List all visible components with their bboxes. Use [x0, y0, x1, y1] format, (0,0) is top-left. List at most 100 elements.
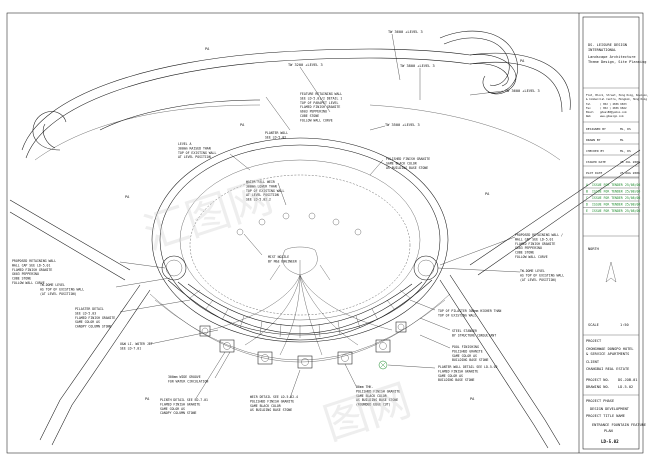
- feature-wall-note-line: TOP OF PARAPET LEVEL: [300, 101, 338, 105]
- level-a-note-line: 300mm RAISED THAN: [178, 146, 211, 150]
- plinth-detail-note-line: SAME COLOR AS: [160, 407, 185, 411]
- water-weir-note-line: TOP OF EXISTING WALL: [246, 189, 284, 193]
- revision-mark: A: [586, 183, 588, 187]
- proposed-wall-note-line: CUBE STONE: [515, 251, 534, 255]
- web-value: www.gdesign.com: [600, 114, 624, 118]
- wide-groove-note-line: FOR WATER CIRCULATION: [168, 379, 208, 383]
- pilaster-detail-note: PILASTER DETAIL: [75, 307, 104, 311]
- proposed-wall-note-line: FLAMED FINISH GRANITE: [515, 242, 555, 246]
- tw-dome-note: TW-DOME LEVEL: [40, 283, 65, 287]
- weir-detail-note-line: AS BUILDING BASE STONE: [250, 408, 292, 412]
- tw-level-label: TW 3200 +LEVEL 3: [288, 63, 323, 67]
- tw-level-label: TW 3800 +LEVEL 3: [400, 64, 435, 68]
- weir-detail-note: WEIR DETAIL SEE LD-5.02.4: [250, 395, 298, 399]
- project-no: DS-JOB-01: [618, 378, 637, 382]
- drawing-no: LD-5.02: [618, 385, 633, 389]
- proposed-wall-note-line: G603 PEPPERINO: [515, 246, 542, 250]
- meta-value: ML, DS: [620, 127, 631, 131]
- meta-value: 25 AUG 2006: [620, 171, 640, 175]
- revision-date: 25/08/06: [625, 196, 640, 200]
- level-a-note-line: TOP OF EXISTING WALL: [178, 151, 216, 155]
- pa-label: PA: [470, 397, 475, 401]
- tw-level-label: TW 3600 +LEVEL 3: [388, 30, 423, 34]
- tw-dome-note-line: (AT LEVEL POSITION): [520, 278, 557, 282]
- plinth-detail-note: PLINTH DETAIL SEE LD-7.01: [160, 398, 208, 402]
- level-a-note-line: AT LEVEL POSITION: [178, 155, 211, 159]
- proposed-wall-note-line: CUBE STONE: [12, 277, 31, 281]
- planter-detail-note-line: BUILDING BASE STONE: [438, 378, 475, 382]
- meta-label: PLOT DATE: [586, 171, 602, 175]
- revision-date: 25/08/06: [625, 203, 640, 207]
- firm-discipline: Landscape Architecture: [588, 55, 636, 59]
- meta-label: CHECKED BY: [586, 149, 604, 153]
- granite-thickness-note-line: SAME BLACK COLOR: [356, 394, 387, 398]
- polished-granite-note: POLISHED FINISH GRANITE: [386, 157, 430, 161]
- meta-value: ML, DS: [620, 149, 631, 153]
- pool-finish-note-line: SAME COLOR AS: [452, 354, 477, 358]
- water-weir-note-line: AT LEVEL POSITION: [246, 193, 279, 197]
- pilaster-detail-note-line: CANOPY COLUMN STONE: [75, 325, 112, 329]
- fountain-plan: [9, 30, 641, 449]
- water-weir-note-line: 300mm LOWER THAN: [246, 184, 277, 188]
- tel-label: Tel: [586, 102, 591, 106]
- proposed-wall-note-line: FOLLOW WALL CURVE: [12, 281, 45, 285]
- water-jet-note-line: SEE LD-7.01: [120, 346, 141, 350]
- revision-date: 25/08/06: [625, 183, 640, 187]
- pool-finish-note-line: POLISHED GRANITE: [452, 349, 483, 353]
- feature-wall-note-line: G603 PEPPERINO: [300, 110, 327, 114]
- granite-thickness-note-line: (ROUNDED EDGE CUT): [356, 403, 391, 407]
- tw-dome-note: TW-DOME LEVEL: [520, 269, 545, 273]
- pilaster-detail-note-line: SEE LD-5.03: [75, 311, 96, 315]
- revision-desc: ISSUE FOR TENDER: [592, 190, 623, 194]
- granite-thickness-note-line: AS BUILDING BASE STONE: [356, 398, 398, 402]
- weir-detail-note-line: POLISHED FINISH GRANITE: [250, 399, 294, 403]
- phase-label: PROJECT PHASE: [586, 399, 614, 403]
- project-no-label: PROJECT NO.: [586, 378, 610, 382]
- pa-label: PA: [520, 59, 525, 63]
- client-name: CHANGBAI REAL ESTATE: [586, 367, 629, 371]
- pa-label: PA: [240, 123, 245, 127]
- revision-desc: ISSUE FOR TENDER: [592, 196, 623, 200]
- feature-wall-note-line: CUBE STONE: [300, 114, 319, 118]
- revision-desc: ISSUE FOR TENDER: [592, 209, 623, 213]
- meta-value: ML: [620, 138, 624, 142]
- steel-stander-note: STEEL STANDER: [452, 329, 477, 333]
- revision-mark: E: [586, 209, 588, 213]
- weir-detail-note-line: SAME BLACK COLOR: [250, 404, 281, 408]
- tw-dome-note-line: AS TOP OF EXISTING WALL: [520, 273, 564, 277]
- client-label: CLIENT: [586, 360, 600, 364]
- drawing-no-label: DRAWING NO.: [586, 385, 610, 389]
- planter-detail-note-line: FLAMED FINISH GRANITE: [438, 369, 478, 373]
- revision-date: 25/08/06: [625, 190, 640, 194]
- meta-label: DESIGNED BY: [586, 127, 606, 131]
- revision-date: 25/08/06: [625, 209, 640, 213]
- pa-label: PA: [145, 397, 150, 401]
- sheet-border: [6, 12, 644, 454]
- firm-services: Theme Design, Site Planning: [588, 60, 646, 64]
- tw-level-label: TW 3500 +LEVEL 3: [385, 123, 420, 127]
- mist-nozzle-note-line: BY M&E ENGINEER: [268, 259, 297, 263]
- email-label: Email: [586, 110, 594, 114]
- fax-value: ( 852 ) 2836 6822: [600, 106, 627, 110]
- tw-dome-note-line: AS TOP OF EXISTING WALL: [40, 287, 84, 291]
- feature-wall-note: FEATURE RETAINING WALL: [300, 92, 342, 96]
- north-arrow-icon: [605, 261, 617, 283]
- water-weir-note: WATER FALL WEIR: [246, 180, 275, 184]
- scale-label: SCALE: [588, 323, 599, 327]
- meta-label: ISSUED DATE: [586, 160, 606, 164]
- feature-wall-note-line: SEE LD-5.01/2 DETAIL 1: [300, 96, 342, 100]
- top-pilaster-note-line: TOP OF EXISTING WALL: [438, 313, 476, 317]
- pa-label: PA: [125, 195, 130, 199]
- plinth-detail-note-line: FLAMED FINISH GRANITE: [160, 402, 200, 406]
- proposed-wall-note-line: FOLLOW WALL CURVE: [515, 255, 548, 259]
- revision-mark: C: [586, 196, 588, 200]
- fax-label: Fax: [586, 106, 591, 110]
- granite-thickness-note-line: POLISHED FINISH GRANITE: [356, 389, 400, 393]
- proposed-wall-note: PROPOSED RETAINING WALL: [12, 259, 56, 263]
- project-name-2: & SERVICE APARTMENTS: [586, 352, 629, 356]
- polished-granite-note-line: SAME BLACK COLOR: [386, 161, 417, 165]
- pool-finish-note: POOL FINISHING: [452, 345, 479, 349]
- pilaster-detail-note-line: FLAMED FINISH GRANITE: [75, 316, 115, 320]
- project-name: CHONGHWAE DONGPO HOTEL: [586, 347, 634, 351]
